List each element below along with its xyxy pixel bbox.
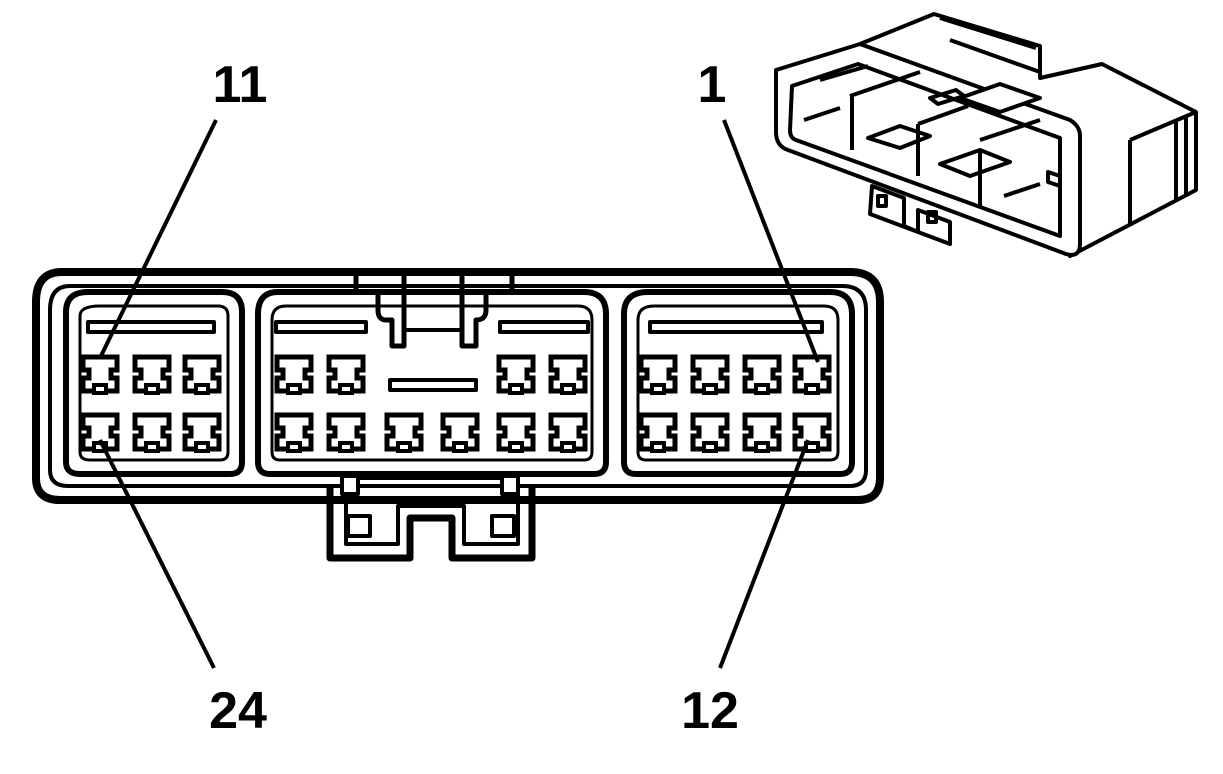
latch-window xyxy=(490,514,516,538)
pin-label-11: 11 xyxy=(213,56,268,114)
connector-housing-rim xyxy=(48,284,868,488)
terminal-cavity xyxy=(83,415,117,451)
cavity-block-left-inner xyxy=(78,304,230,462)
terminal-cavity xyxy=(641,357,675,393)
terminal-cavity xyxy=(135,357,169,393)
pin-label-24: 24 xyxy=(209,682,267,740)
top-key-notch xyxy=(353,276,515,349)
leader-line-12 xyxy=(718,439,810,669)
terminal-cavity xyxy=(185,415,219,451)
terminal-cavity xyxy=(135,415,169,451)
latch-window xyxy=(346,514,372,538)
terminal-cavity xyxy=(83,357,117,393)
terminal-cavity xyxy=(387,415,421,451)
cavity-block-center-inner xyxy=(270,304,594,462)
terminal-cavity xyxy=(693,415,727,451)
key-bar xyxy=(86,320,216,334)
key-bar xyxy=(648,320,824,334)
terminal-cavity xyxy=(277,357,311,393)
key-bar xyxy=(274,320,368,334)
terminal-cavity xyxy=(795,415,829,451)
terminal-cavity xyxy=(329,415,363,451)
terminal-cavity xyxy=(551,357,585,393)
latch-window xyxy=(340,474,360,496)
leader-lines xyxy=(98,119,820,669)
leader-line-1 xyxy=(722,119,820,363)
connector-isometric-view xyxy=(774,12,1198,258)
leader-line-24 xyxy=(98,439,216,669)
terminal-cavity xyxy=(745,415,779,451)
latch-window xyxy=(500,474,520,496)
terminal-cavity xyxy=(443,415,477,451)
cavity-block-right-inner xyxy=(636,304,840,462)
key-bar xyxy=(498,320,590,334)
terminal-cavity xyxy=(499,357,533,393)
terminal-cavity xyxy=(795,357,829,393)
key-bar xyxy=(388,378,478,392)
terminal-cavity xyxy=(745,357,779,393)
terminal-cavity xyxy=(329,357,363,393)
leader-line-11 xyxy=(98,119,218,359)
terminal-cavity xyxy=(693,357,727,393)
connector-housing-outline xyxy=(32,268,884,504)
terminal-cavity xyxy=(277,415,311,451)
bottom-latch xyxy=(326,486,536,562)
terminal-cavity xyxy=(641,415,675,451)
terminal-cavity xyxy=(499,415,533,451)
terminal-cavity xyxy=(185,357,219,393)
terminal-cavity xyxy=(551,415,585,451)
pin-label-1: 1 xyxy=(698,56,727,114)
pin-label-12: 12 xyxy=(681,682,739,740)
